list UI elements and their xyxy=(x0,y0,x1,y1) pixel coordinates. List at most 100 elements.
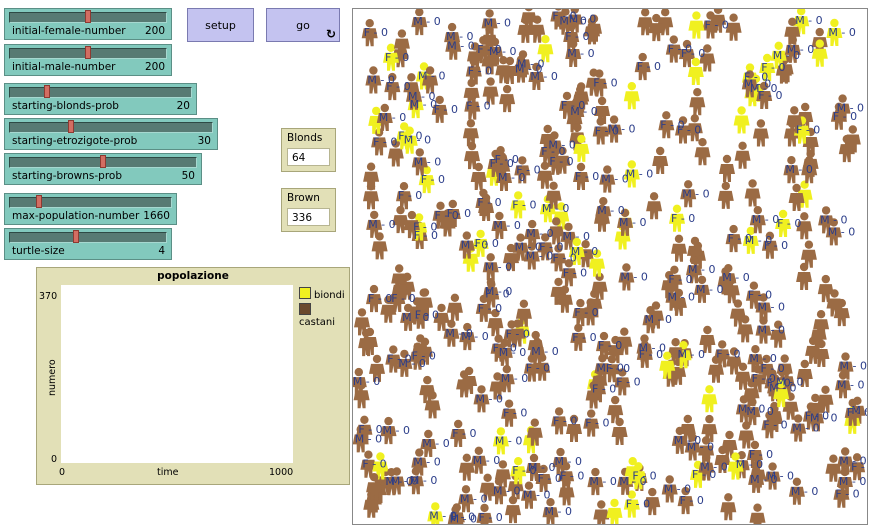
slider-track[interactable] xyxy=(9,87,192,98)
turtle-label: M - 0 xyxy=(828,225,855,238)
slider-value: 4 xyxy=(158,245,165,257)
turtle-label: F - 0 xyxy=(764,239,788,252)
turtle-person-icon xyxy=(482,77,499,105)
turtle-person-icon xyxy=(384,72,401,101)
slider-initial-male-number[interactable]: initial-male-number 200 xyxy=(4,44,172,76)
slider-max-population-number[interactable]: max-population-number 1660 xyxy=(4,193,177,225)
turtle-label: M - 0 xyxy=(410,474,437,487)
turtle-person-icon xyxy=(726,347,743,375)
turtle-person-icon xyxy=(366,210,383,238)
slider-starting-blonds-prob[interactable]: starting-blonds-prob 20 xyxy=(4,83,197,115)
turtle-person-icon xyxy=(536,161,553,189)
slider-starting-browns-prob[interactable]: starting-browns-prob 50 xyxy=(4,153,202,185)
turtle-person-icon xyxy=(383,43,399,71)
slider-thumb[interactable] xyxy=(44,85,51,98)
loop-arrows-icon: ↻ xyxy=(325,27,336,41)
turtle-person-icon xyxy=(752,119,769,147)
turtle-person-icon xyxy=(667,338,684,366)
turtle-person-icon xyxy=(444,22,461,51)
slider-thumb[interactable] xyxy=(85,46,91,59)
slider-track[interactable] xyxy=(9,197,172,208)
turtle-label: M - 0 xyxy=(608,123,635,136)
turtle-person-icon xyxy=(800,240,817,268)
turtle-label: M - 0 xyxy=(749,352,776,365)
turtle-person-icon xyxy=(583,409,600,437)
turtle-person-icon xyxy=(470,162,487,190)
turtle-person-icon xyxy=(738,421,755,449)
turtle-person-icon xyxy=(644,487,661,516)
turtle-label: M - 0 xyxy=(445,327,472,340)
slider-track[interactable] xyxy=(9,232,167,243)
turtle-person-icon xyxy=(637,9,654,36)
turtle-label: M - 0 xyxy=(489,45,516,58)
turtle-person-icon xyxy=(366,284,382,313)
slider-track[interactable] xyxy=(9,122,213,133)
turtle-person-icon xyxy=(802,402,819,430)
turtle-label: M - 0 xyxy=(750,473,777,486)
slider-thumb[interactable] xyxy=(72,230,79,243)
slider-thumb[interactable] xyxy=(100,155,106,168)
turtle-person-icon xyxy=(481,9,498,37)
turtle-label: F - 0 xyxy=(680,494,704,507)
turtle-person-icon xyxy=(400,303,417,331)
turtle-label: M - 0 xyxy=(571,245,598,258)
turtle-label: M - 0 xyxy=(391,475,418,488)
turtle-label: M - 0 xyxy=(601,173,628,186)
turtle-label: F - 0 xyxy=(539,240,563,253)
turtle-person-icon xyxy=(749,503,766,524)
turtle-person-icon xyxy=(431,95,448,123)
slider-thumb[interactable] xyxy=(35,195,42,208)
turtle-person-icon xyxy=(694,138,711,166)
turtle-person-icon xyxy=(593,500,610,524)
turtle-person-icon xyxy=(491,211,508,239)
turtle-label: F - 0 xyxy=(452,427,476,440)
turtle-label: M - 0 xyxy=(851,404,867,417)
turtle-person-icon xyxy=(422,66,439,94)
turtle-person-icon xyxy=(699,325,716,353)
turtle-label: F - 0 xyxy=(451,510,475,523)
turtle-person-icon xyxy=(606,498,623,524)
turtle-label: F - 0 xyxy=(777,217,801,230)
turtle-label: M - 0 xyxy=(597,204,624,217)
turtle-person-icon xyxy=(679,414,696,442)
turtle-label: F - 0 xyxy=(639,348,663,361)
turtle-label: M - 0 xyxy=(767,470,794,483)
turtle-label: F - 0 xyxy=(833,110,857,123)
turtle-label: M - 0 xyxy=(450,513,477,524)
turtle-person-icon xyxy=(587,467,604,496)
slider-starting-etrozigote-prob[interactable]: starting-etrozigote-prob 30 xyxy=(4,118,218,150)
turtle-label: F - 0 xyxy=(592,382,616,395)
turtle-label: F - 0 xyxy=(358,423,382,436)
legend-swatch-castani xyxy=(299,303,311,315)
turtle-person-icon xyxy=(759,53,776,81)
turtle-person-icon xyxy=(665,35,682,63)
turtle-person-icon xyxy=(545,181,562,209)
turtle-label: F - 0 xyxy=(563,266,587,279)
turtle-person-icon xyxy=(623,490,640,518)
world-canvas[interactable]: F - 0M - 0F - 0F - 0F - 0M - 0M - 0M - 0… xyxy=(353,9,867,524)
turtle-person-icon xyxy=(790,414,807,442)
turtle-label: F - 0 xyxy=(477,43,501,56)
turtle-label: M - 0 xyxy=(501,372,528,385)
turtle-label: M - 0 xyxy=(620,271,647,284)
go-button[interactable]: go ↻ xyxy=(266,8,340,42)
setup-button[interactable]: setup xyxy=(187,8,254,42)
slider-initial-female-number[interactable]: initial-female-number 200 xyxy=(4,8,172,40)
turtle-person-icon xyxy=(520,9,537,31)
turtle-person-icon xyxy=(521,481,537,509)
turtle-person-icon xyxy=(675,116,691,144)
slider-thumb[interactable] xyxy=(68,120,75,133)
slider-turtle-size[interactable]: turtle-size 4 xyxy=(4,228,172,260)
plot-title: popolazione xyxy=(157,270,229,282)
turtle-person-icon xyxy=(659,351,676,379)
turtle-label: F - 0 xyxy=(598,339,622,352)
turtle-label: M - 0 xyxy=(422,437,449,450)
turtle-label: F - 0 xyxy=(575,170,599,183)
slider-value: 50 xyxy=(181,170,195,182)
turtle-person-icon xyxy=(537,233,554,261)
turtle-person-icon xyxy=(371,232,388,260)
slider-thumb[interactable] xyxy=(85,10,91,23)
turtle-person-icon xyxy=(775,209,792,237)
turtle-person-icon xyxy=(495,56,512,84)
